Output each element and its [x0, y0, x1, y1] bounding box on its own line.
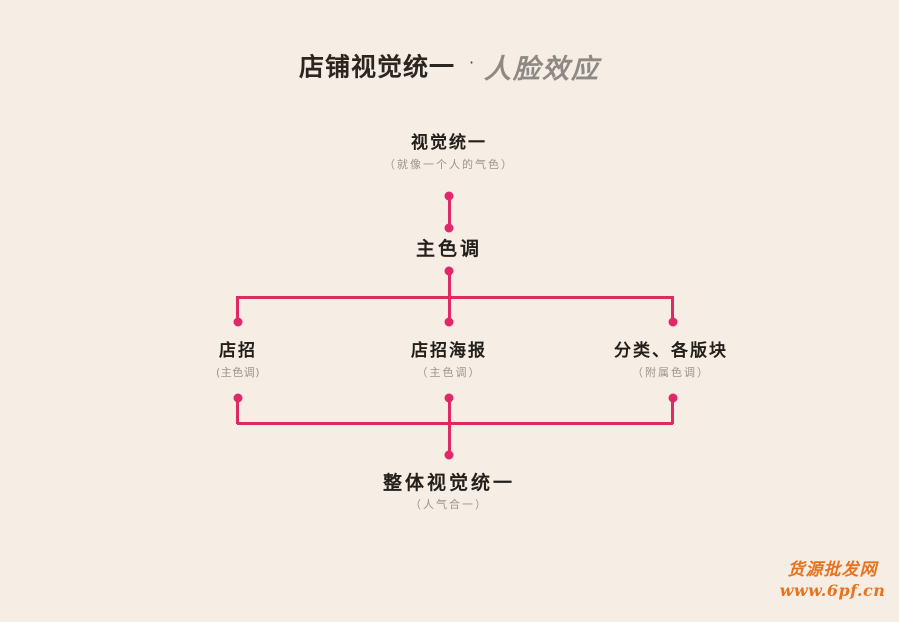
node-shop-sign-label: 店招 — [219, 341, 257, 361]
watermark-site-url: www.6pf.cn — [779, 581, 886, 600]
connector-top-vertical — [447, 196, 451, 228]
connector-dot-bottom-node — [444, 450, 454, 460]
node-overall-visual-unity-label: 整体视觉统一 — [382, 472, 516, 494]
connector-dot-top-upper — [444, 191, 454, 201]
node-shop-poster: 店招海报 （主色调） — [411, 340, 487, 381]
watermark-site-name: 货源批发网 — [787, 560, 878, 580]
node-primary-color-label: 主色调 — [415, 238, 483, 260]
connector-bracket-upper-right-stem — [671, 296, 674, 322]
connector-bracket-upper-horizontal — [237, 296, 673, 299]
connector-dot-branch-right-top — [668, 317, 677, 327]
title-main-text: 店铺视觉统一 — [298, 52, 455, 82]
node-categories-sections-label: 分类、各版块 — [614, 341, 728, 361]
node-overall-visual-unity: 整体视觉统一 （人气合一） — [383, 472, 515, 513]
watermark: 货源批发网 www.6pf.cn — [770, 560, 895, 600]
node-categories-sections: 分类、各版块 （附属色调） — [614, 340, 728, 381]
node-categories-sections-sub: （附属色调） — [632, 366, 710, 379]
connector-bracket-lower-left-stem — [236, 398, 239, 424]
page-title: 店铺视觉统一 · 人脸效应 — [0, 46, 899, 86]
node-visual-unity: 视觉统一 （就像一个人的气色） — [384, 132, 514, 173]
node-shop-sign: 店招 (主色调) — [216, 340, 260, 381]
connector-dot-primary-bottom — [444, 266, 454, 276]
node-overall-visual-unity-sub: （人气合一） — [409, 498, 488, 511]
node-shop-sign-sub: (主色调) — [215, 366, 261, 379]
node-visual-unity-sub: （就像一个人的气色） — [384, 158, 514, 171]
connector-dot-branch-center-top — [444, 317, 454, 327]
connector-dot-top-lower — [444, 223, 454, 233]
title-separator-dot: · — [468, 53, 475, 72]
node-primary-color: 主色调 — [416, 238, 482, 260]
connector-bracket-lower-center-stem — [447, 398, 451, 455]
connector-dot-branch-left-top — [233, 317, 242, 327]
node-shop-poster-label: 店招海报 — [411, 341, 487, 361]
node-shop-poster-sub: （主色调） — [416, 366, 482, 379]
title-brush-text: 人脸效应 — [484, 54, 601, 85]
connector-bracket-upper-left-stem — [236, 296, 239, 322]
node-visual-unity-label: 视觉统一 — [411, 133, 487, 153]
connector-bracket-lower-horizontal — [237, 422, 673, 425]
connector-bracket-lower-right-stem — [671, 398, 674, 424]
